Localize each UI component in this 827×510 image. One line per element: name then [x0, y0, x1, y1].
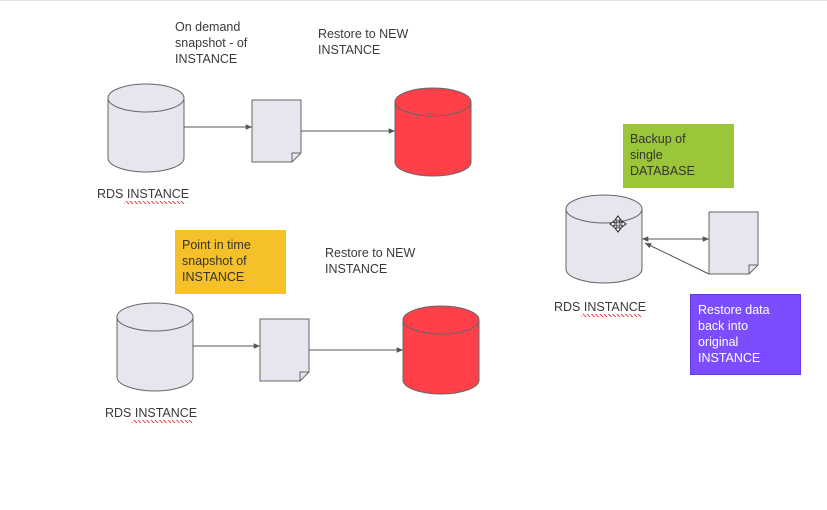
db-label: RDS INSTANCE	[554, 300, 647, 314]
restore-note: Restore to NEW INSTANCE	[318, 27, 409, 57]
document-fold	[291, 152, 301, 162]
top-border	[0, 0, 827, 1]
restore-note: Restore to NEW INSTANCE	[325, 246, 416, 276]
snapshot-document[interactable]	[251, 99, 302, 163]
move-cursor-icon	[609, 215, 627, 233]
snapshot-note: On demand snapshot - of INSTANCE	[175, 20, 248, 66]
db-label: RDS INSTANCE	[97, 187, 190, 201]
spellcheck-underline	[132, 420, 192, 423]
spellcheck-underline	[124, 201, 184, 204]
rds-instance-cylinder[interactable]	[107, 83, 185, 173]
document-fold	[299, 371, 309, 381]
document-fold	[748, 264, 758, 274]
snapshot-document[interactable]	[259, 318, 310, 382]
restore-arrow	[644, 242, 710, 275]
backup-note: Backup of single DATABASE	[623, 124, 734, 188]
rds-instance-cylinder[interactable]	[116, 302, 194, 392]
backup-document[interactable]	[708, 211, 759, 275]
new-instance-cylinder[interactable]	[394, 87, 472, 177]
snapshot-note: Point in time snapshot of INSTANCE	[175, 230, 286, 294]
rds-instance-cylinder[interactable]	[565, 194, 643, 284]
db-label: RDS INSTANCE	[105, 406, 198, 420]
new-instance-cylinder[interactable]	[402, 305, 480, 395]
spellcheck-underline	[581, 314, 641, 317]
restore-note: Restore data back into original INSTANCE	[690, 294, 801, 375]
